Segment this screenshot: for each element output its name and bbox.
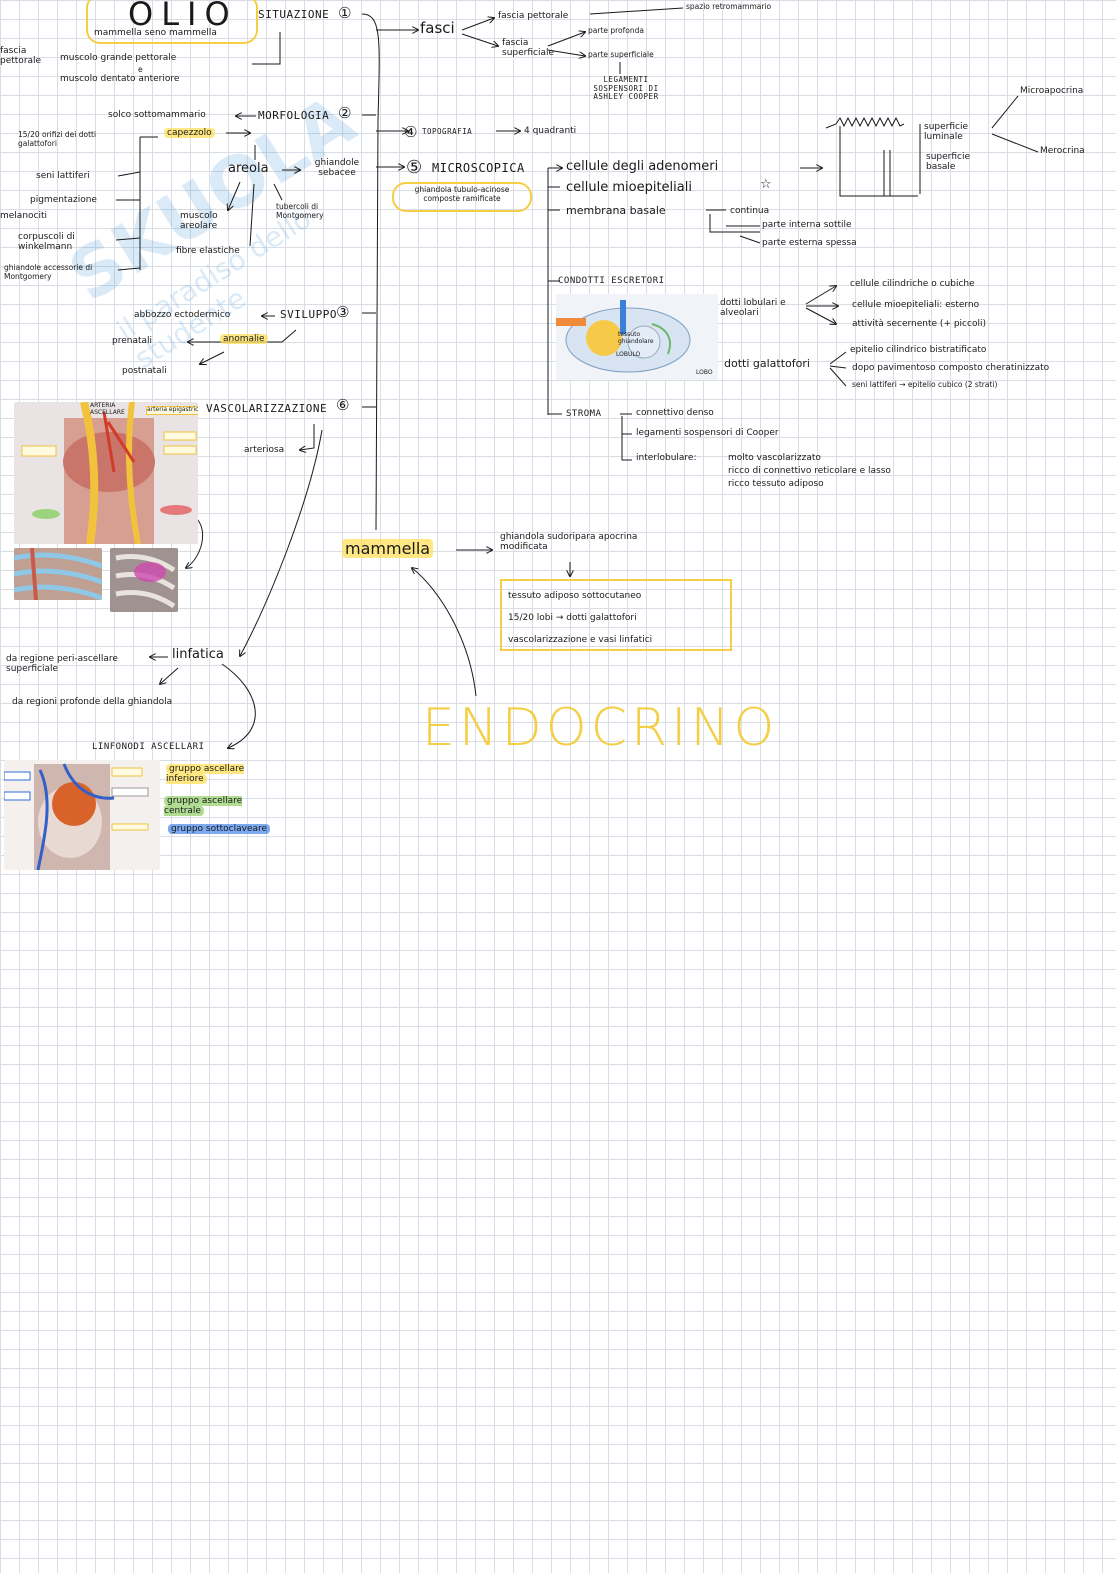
cellule-mioepiteliali: cellule mioepiteliali (566, 180, 692, 195)
linfonodi-ascellari: LINFONODI ASCELLARI (92, 742, 205, 752)
gruppo-inferiore: gruppo ascellare inferiore (166, 764, 245, 785)
microscopica-title: MICROSCOPICA (432, 161, 525, 175)
cellule-adenomeri: cellule degli adenomeri (566, 159, 719, 174)
superficie-luminale: superficie luminale (924, 122, 968, 143)
star-icon: ☆ (760, 177, 772, 192)
ribs-image-right (110, 548, 178, 612)
photo-label-ascellare: ARTERIA ASCELLARE (90, 402, 125, 416)
dotti-lobulari: dotti lobulari e alveolari (720, 298, 786, 319)
seni-lattiferi-left: seni lattiferi (36, 171, 90, 181)
ghiandola-sudoripara: ghiandola sudoripara apocrina modificata (500, 532, 638, 553)
fascia-pettorale-right: fascia pettorale (498, 11, 569, 21)
superficie-basale: superficie basale (926, 152, 970, 173)
ribs-image-left (14, 548, 102, 600)
cellule-mio-esterno: cellule mioepiteliali: esterno (852, 300, 980, 310)
dotti-galattofori: dotti galattofori (724, 357, 810, 370)
arteriosa: arteriosa (244, 445, 285, 455)
condotti-escretori: CONDOTTI ESCRETORI (558, 276, 665, 286)
mammella-box: tessuto adiposo sottocutaneo 15/20 lobi … (500, 579, 732, 651)
dopo-pavimentoso: dopo pavimentoso composto cheratinizzato (852, 363, 1050, 373)
photo-label-epigastrica: arteria epigastrica (146, 406, 198, 415)
ghiandole-sebacee: ghiandole sebacee (314, 158, 360, 179)
seni-lattiferi-right: seni lattiferi → epitelio cubico (2 stra… (852, 380, 998, 389)
lobo-label: LOBO (696, 369, 713, 376)
areola: areola (228, 161, 269, 176)
spazio-retromammario: spazio retromammario (686, 2, 772, 11)
sviluppo-num: ③ (336, 303, 350, 321)
morfologia-num: ② (338, 104, 352, 122)
tessuto-label: tessuto ghiandolare (618, 331, 654, 345)
prenatali: prenatali (112, 336, 153, 346)
microscopica-num: ⑤ (406, 157, 423, 178)
vasc-num: ⑥ (336, 396, 350, 414)
ghiandole-accessorie: ghiandole accessorie di Montgomery (4, 263, 93, 281)
membrana-basale: membrana basale (566, 204, 666, 217)
fasci-label: fasci (420, 19, 455, 37)
epitelio-cilindrico: epitelio cilindrico bistratificato (850, 345, 987, 355)
endocrino-title: ENDOCRINO (422, 698, 779, 758)
quadranti: 4 quadranti (524, 126, 577, 136)
connettivo-denso: connettivo denso (636, 408, 714, 418)
ricco-connettivo: ricco di connettivo reticolare e lasso (728, 466, 891, 476)
postnatali: postnatali (122, 366, 167, 376)
tubulo-cloud (392, 182, 532, 212)
parte-esterna: parte esterna spessa (762, 238, 857, 248)
box-item-2: 15/20 lobi → dotti galattofori (508, 613, 637, 623)
regioni-profonde: da regioni profonde della ghiandola (12, 697, 173, 707)
gruppo-sottoclaveare: gruppo sottoclaveare (168, 824, 271, 834)
parte-profonda: parte profonda (588, 26, 644, 35)
box-item-3: vascolarizzazione e vasi linfatici (508, 635, 653, 645)
conjunction-e: e (138, 65, 143, 74)
corpuscoli: corpuscoli di winkelmann (18, 232, 75, 253)
lymph-anatomy-image (4, 760, 160, 870)
tubercoli: tubercoli di Montgomery (276, 202, 324, 220)
peri-ascellare: da regione peri-ascellare superficiale (6, 654, 118, 675)
legamenti-cooper: legamenti sospensori di Cooper (636, 428, 779, 438)
capezzolo: capezzolo (164, 128, 215, 138)
solco: solco sottomammario (108, 110, 206, 120)
muscolo-dentato: muscolo dentato anteriore (60, 74, 180, 84)
subtitle: mammella seno mammella (94, 28, 217, 38)
gruppo-centrale: gruppo ascellare centrale (164, 796, 243, 817)
orifizi: 15/20 orifizi dei dotti galattofori (18, 130, 97, 148)
continua: continua (730, 206, 770, 216)
sviluppo-title: SVILUPPO (280, 308, 337, 321)
fascia-pettorale-left: fascia pettorale (0, 46, 42, 67)
fascia-superficiale: fascia superficiale (502, 38, 555, 59)
olio-title: OLIO (128, 0, 238, 33)
tubulo-acinose: ghiandola tubulo-acinose composte ramifi… (414, 185, 510, 203)
title-cloud (86, 0, 258, 44)
box-item-1: tessuto adiposo sottocutaneo (508, 591, 642, 601)
microapocrina: Microapocrina (1020, 86, 1084, 96)
artery-anatomy-image: ARTERIA ASCELLARE arteria epigastrica (14, 402, 198, 544)
lobule-diagram: LOBULO tessuto ghiandolare (556, 294, 718, 380)
lobulo-label: LOBULO (616, 351, 641, 358)
interlobulare: interlobulare: (636, 453, 697, 463)
linfatica-title: linfatica (172, 647, 224, 662)
anomalie: anomalie (220, 334, 268, 344)
stroma: STROMA (566, 409, 602, 419)
topografia-num: ④ (404, 123, 418, 141)
muscolo-areolare: muscolo areolare (180, 211, 218, 232)
legamenti-ashley: LEGAMENTI SOSPENSORI DI ASHLEY COOPER (593, 75, 659, 102)
molto-vascolarizzato: molto vascolarizzato (728, 453, 821, 463)
abbozzo: abbozzo ectodermico (134, 310, 231, 320)
merocrina: Merocrina (1040, 146, 1085, 156)
mammella: mammella (342, 539, 434, 558)
pigmentazione: pigmentazione (30, 195, 97, 205)
vasc-title: VASCOLARIZZAZIONE (206, 402, 328, 415)
ricco-adiposo: ricco tessuto adiposo (728, 479, 824, 489)
cellule-cilindriche: cellule cilindriche o cubiche (850, 279, 975, 289)
situazione-num: ① (338, 4, 352, 22)
parte-superficiale: parte superficiale (588, 50, 654, 59)
attivita-secernente: attività secernente (+ piccoli) (852, 319, 986, 329)
fibre-elastiche: fibre elastiche (176, 246, 240, 256)
muscolo-grande: muscolo grande pettorale (60, 53, 177, 63)
parte-interna: parte interna sottile (762, 220, 852, 230)
morfologia-title: MORFOLOGIA (258, 109, 330, 122)
melanociti: melanociti (0, 211, 48, 221)
situazione-label: SITUAZIONE (258, 8, 330, 21)
topografia-label: TOPOGRAFIA (422, 127, 473, 136)
